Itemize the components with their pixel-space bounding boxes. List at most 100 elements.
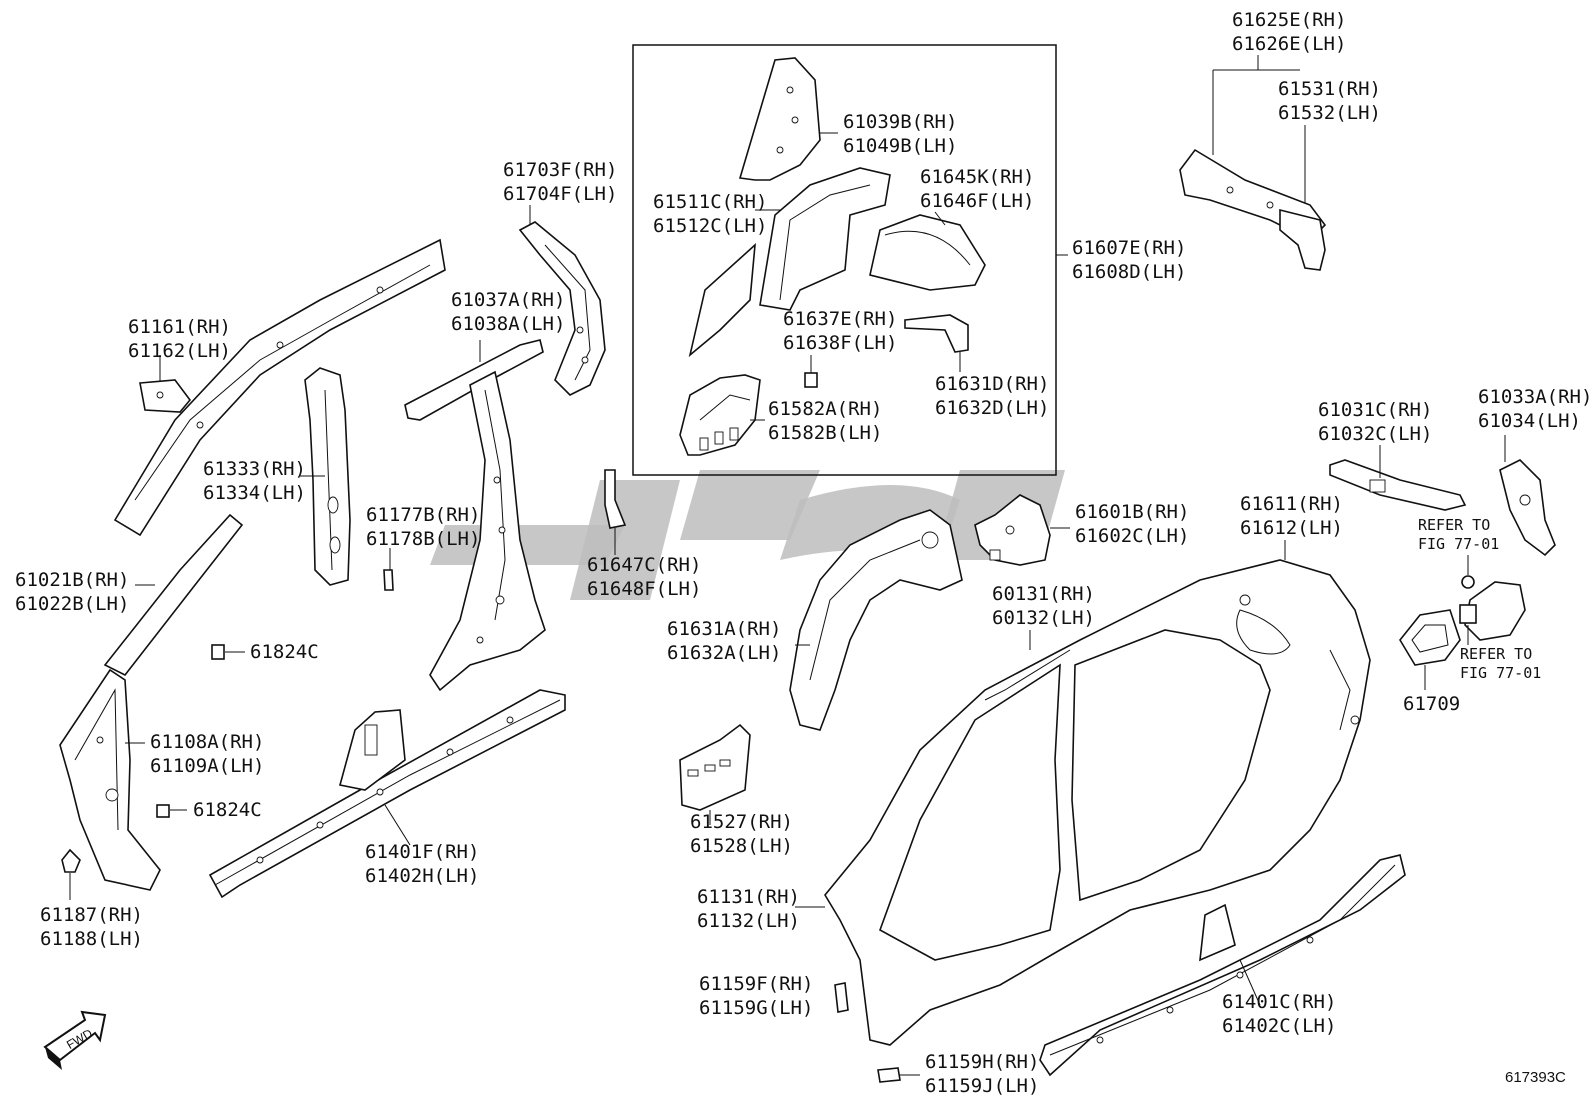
part-61187-clip[interactable] [61, 848, 81, 873]
part-fuel-lid-hinge[interactable] [1459, 604, 1477, 624]
callout-line: 61132(LH) [697, 910, 800, 932]
callout-60131[interactable]: 60131(RH)60132(LH) [992, 582, 1095, 630]
callout-line: 61582A(RH) [768, 398, 883, 420]
callout-line: 61531(RH) [1278, 78, 1381, 100]
callout-line: 61648F(LH) [587, 578, 702, 600]
callout-61131[interactable]: 61131(RH)61132(LH) [697, 885, 800, 933]
callout-61037[interactable]: 61037A(RH)61038A(LH) [451, 288, 565, 336]
callout-61647[interactable]: 61647C(RH)61648F(LH) [587, 553, 701, 601]
callout-61709[interactable]: 61709 [1403, 692, 1460, 716]
callout-line: 61637E(RH) [783, 308, 898, 330]
part-61601-quarter-reinf[interactable] [974, 494, 1051, 566]
part-side-outer-panel[interactable] [824, 559, 1371, 1046]
callout-line: 61131(RH) [697, 886, 800, 908]
part-center-pillar-reinf[interactable] [304, 367, 351, 586]
part-61177-clip[interactable] [383, 569, 394, 591]
callout-61625[interactable]: 61625E(RH)61626E(LH) [1232, 8, 1346, 56]
callout-61637[interactable]: 61637E(RH)61638F(LH) [783, 307, 897, 355]
callout-61601[interactable]: 61601B(RH)61602C(LH) [1075, 500, 1189, 548]
fwd-arrow-icon [43, 1010, 107, 1070]
callout-61187[interactable]: 61187(RH)61188(LH) [40, 903, 143, 951]
callout-61645[interactable]: 61645K(RH)61646F(LH) [920, 165, 1034, 213]
callout-61333[interactable]: 61333(RH)61334(LH) [203, 457, 306, 505]
callout-61159f[interactable]: 61159F(RH)61159G(LH) [699, 972, 813, 1020]
callout-line: 61402C(LH) [1222, 1015, 1337, 1037]
part-rocker-rear-reinf[interactable] [1199, 903, 1236, 962]
callout-61607[interactable]: 61607E(RH)61608D(LH) [1072, 236, 1186, 284]
part-61511-panel-left[interactable] [688, 243, 756, 358]
callout-61511[interactable]: 61511C(RH)61512C(LH) [653, 190, 767, 238]
refer-line: REFER TO [1460, 645, 1533, 663]
callout-61527[interactable]: 61527(RH)61528(LH) [690, 810, 793, 858]
part-61511-wheelhouse-inner[interactable] [759, 167, 891, 311]
callout-61611[interactable]: 61611(RH)61612(LH) [1240, 492, 1343, 540]
callout-61824c-upper[interactable]: 61824C [250, 640, 319, 664]
callout-line: 61039B(RH) [843, 111, 958, 133]
callout-line: 61333(RH) [203, 458, 306, 480]
callout-line: 61034(LH) [1478, 410, 1581, 432]
part-61631a-wheelhouse[interactable] [789, 509, 963, 731]
callout-line: 61704F(LH) [503, 183, 618, 205]
leader-61401f [384, 804, 411, 846]
part-rocker-reinforcement[interactable] [339, 709, 406, 791]
callout-line: 61334(LH) [203, 482, 306, 504]
callout-61631a[interactable]: 61631A(RH)61632A(LH) [667, 617, 781, 665]
part-61159h-clip[interactable] [877, 1067, 901, 1083]
refer-line: REFER TO [1418, 516, 1491, 534]
part-front-pillar-lower[interactable] [59, 668, 161, 891]
part-61709-fuel-box[interactable] [1399, 609, 1461, 666]
callout-line: 61612(LH) [1240, 517, 1343, 539]
callout-line: 61638F(LH) [783, 332, 898, 354]
part-rocker-panel-rear[interactable] [1039, 854, 1406, 1077]
callout-61631d[interactable]: 61631D(RH)61632D(LH) [935, 372, 1049, 420]
callout-61824c-lower[interactable]: 61824C [193, 798, 262, 822]
callout-61033[interactable]: 61033A(RH)61034(LH) [1478, 385, 1592, 433]
part-front-pillar-upper[interactable] [103, 513, 244, 677]
callout-61177[interactable]: 61177B(RH)61178B(LH) [366, 503, 480, 551]
part-roof-inner-rail[interactable] [404, 339, 544, 421]
part-61039-pillar[interactable] [738, 57, 821, 181]
callout-61401c[interactable]: 61401C(RH)61402C(LH) [1222, 990, 1336, 1038]
part-61645-wheelhouse-outer[interactable] [869, 214, 986, 291]
group-frame [632, 44, 1057, 476]
callout-61108[interactable]: 61108A(RH)61109A(LH) [150, 730, 264, 778]
part-61824c-upper[interactable] [211, 644, 225, 660]
part-61703-quarter-pillar[interactable] [518, 221, 606, 396]
callout-61531[interactable]: 61531(RH)61532(LH) [1278, 77, 1381, 125]
refer-line: FIG 77-01 [1460, 664, 1542, 682]
part-center-pillar[interactable] [429, 370, 546, 692]
part-61824c-lower[interactable] [156, 804, 170, 818]
part-fuel-lid-clip[interactable] [1461, 575, 1475, 589]
callout-61161[interactable]: 61161(RH)61162(LH) [128, 315, 231, 363]
part-61582-extension[interactable] [679, 374, 761, 456]
part-61159f-clip[interactable] [834, 982, 849, 1013]
part-61637-clip[interactable] [804, 372, 818, 388]
callout-61401f[interactable]: 61401F(RH)61402H(LH) [365, 840, 479, 888]
part-61631d-bracket[interactable] [904, 314, 969, 353]
callout-line: 61824C [193, 799, 262, 821]
part-61031-brace[interactable] [1329, 459, 1467, 511]
part-61033-bracket[interactable] [1499, 459, 1556, 557]
callout-61703[interactable]: 61703F(RH)61704F(LH) [503, 158, 617, 206]
callout-61021[interactable]: 61021B(RH)61022B(LH) [15, 568, 129, 616]
callout-line: 61611(RH) [1240, 493, 1343, 515]
callout-line: 61401F(RH) [365, 841, 480, 863]
part-roof-rail[interactable] [113, 238, 446, 537]
callout-line: 61159H(RH) [925, 1051, 1040, 1073]
part-61531-extension[interactable] [1279, 208, 1326, 271]
part-61527-panel[interactable] [679, 723, 751, 811]
callout-61159h[interactable]: 61159H(RH)61159J(LH) [925, 1050, 1039, 1098]
callout-line: 61038A(LH) [451, 313, 566, 335]
part-rocker-panel-front[interactable] [208, 689, 566, 899]
callout-line: 61177B(RH) [366, 504, 481, 526]
part-roof-rail-bracket[interactable] [139, 379, 192, 413]
callout-61582[interactable]: 61582A(RH)61582B(LH) [768, 397, 882, 445]
leader-61401c [1239, 959, 1261, 1006]
part-61647-bracket[interactable] [604, 469, 627, 529]
callout-61031[interactable]: 61031C(RH)61032C(LH) [1318, 398, 1432, 446]
callout-61039[interactable]: 61039B(RH)61049B(LH) [843, 110, 957, 158]
callout-line: 61188(LH) [40, 928, 143, 950]
callout-line: 61532(LH) [1278, 102, 1381, 124]
